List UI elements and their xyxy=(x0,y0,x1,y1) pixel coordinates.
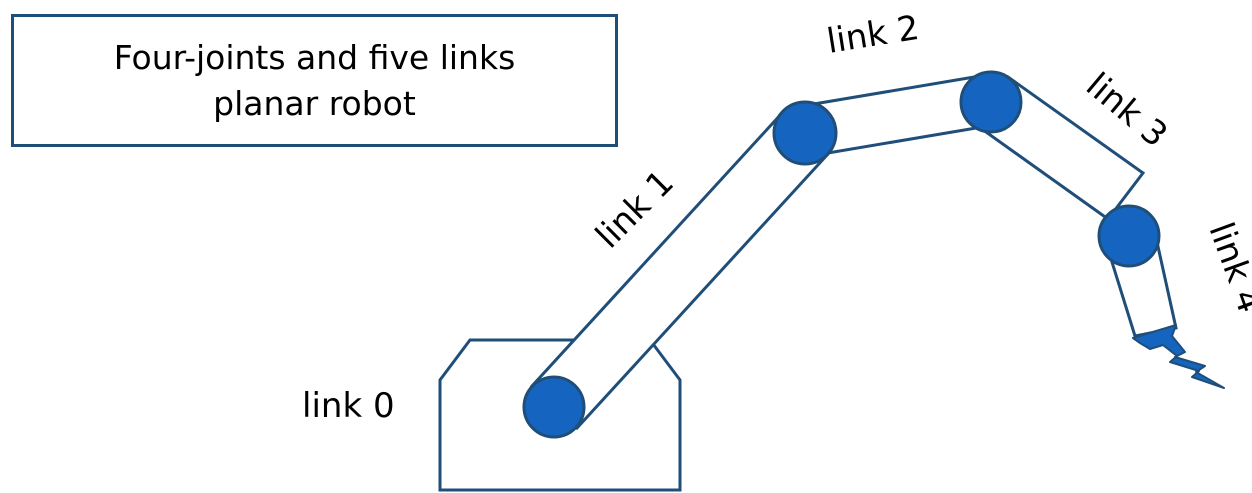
end-effector-gripper xyxy=(1132,324,1225,389)
title-line-2: planar robot xyxy=(213,83,416,123)
joint-1 xyxy=(772,100,838,166)
link-2-label: link 2 xyxy=(824,8,922,62)
title-line-1: Four-joints and five links xyxy=(113,37,516,77)
title-box: Four-joints and five links planar robot xyxy=(11,14,618,147)
joint-0 xyxy=(522,375,586,439)
link-4-label: link 4 xyxy=(1201,217,1252,318)
link-0-label: link 0 xyxy=(302,386,395,426)
joint-2 xyxy=(959,70,1023,134)
joint-3 xyxy=(1097,204,1161,268)
